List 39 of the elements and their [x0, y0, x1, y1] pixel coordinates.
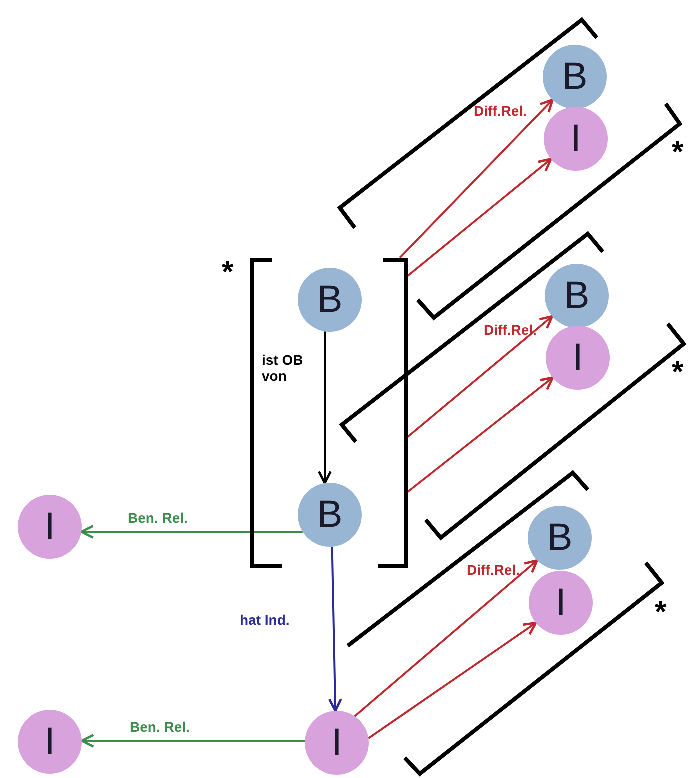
node-letter: I	[44, 723, 56, 761]
node-letter: I	[556, 584, 566, 622]
edge-label: Ben. Rel.	[128, 510, 188, 526]
edge-label: Ben. Rel.	[130, 719, 190, 736]
asterisk-mark: *	[672, 138, 684, 168]
node-letter: B	[317, 281, 343, 319]
arrow	[407, 376, 554, 493]
edge-label: Diff.Rel.	[467, 562, 520, 578]
arrow	[354, 559, 538, 718]
circle-node	[544, 107, 608, 171]
edge-label: hat Ind.	[240, 612, 290, 628]
circle-node	[528, 506, 592, 570]
asterisk-mark: *	[222, 258, 234, 288]
edge-label: ist OB von	[262, 352, 304, 384]
arrow	[328, 546, 342, 712]
arrow	[318, 332, 332, 485]
node-letter: B	[562, 58, 588, 96]
circle-node	[545, 264, 609, 328]
asterisk-mark: *	[655, 598, 667, 628]
bracket	[250, 258, 408, 568]
circle-node	[546, 326, 610, 390]
circle-node	[529, 571, 593, 635]
arrow	[80, 734, 306, 748]
edge-label: Diff.Rel.	[474, 103, 527, 120]
arrow	[399, 98, 554, 259]
node-letter: B	[317, 496, 343, 534]
node-letter: B	[564, 277, 590, 315]
asterisk-mark: *	[672, 358, 684, 388]
arrow	[368, 622, 538, 740]
node-letter: I	[572, 339, 584, 377]
node-letter: I	[44, 508, 56, 546]
node-letter: I	[332, 724, 342, 762]
edge-label: Diff.Rel.	[484, 322, 537, 338]
arrow	[407, 158, 552, 277]
arrow	[407, 315, 554, 438]
node-letter: B	[547, 519, 573, 557]
arrow	[80, 525, 303, 539]
circle-node	[543, 45, 607, 109]
node-letter: I	[570, 120, 582, 158]
